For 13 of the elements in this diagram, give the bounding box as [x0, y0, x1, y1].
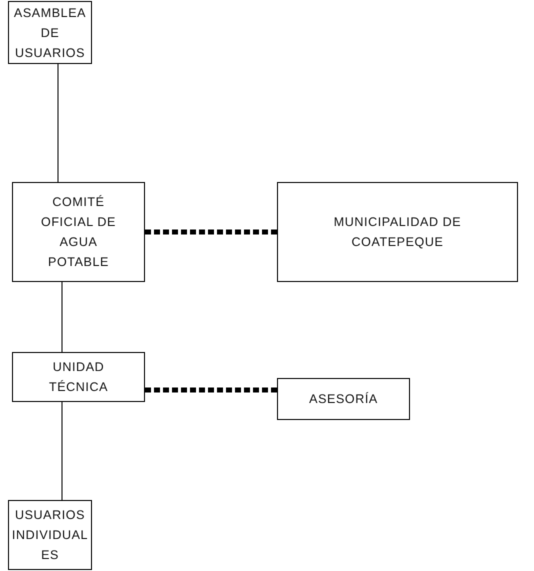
box-label: COMITÉ OFICIAL DE AGUA POTABLE [40, 194, 117, 271]
org-box [12, 182, 145, 282]
org-box [277, 378, 410, 420]
box-label: UNIDAD TÉCNICA [48, 359, 110, 396]
box-label: ASESORÍA [309, 391, 378, 408]
org-box [12, 352, 145, 402]
org-box [8, 500, 92, 570]
box-label: MUNICIPALIDAD DE COATEPEQUE [332, 214, 462, 251]
dotted-connector [145, 230, 277, 234]
box-label: ASAMBLEA DE USUARIOS [12, 4, 88, 62]
dotted-connector [145, 388, 277, 392]
org-box [277, 182, 518, 282]
box-label: USUARIOS INDIVIDUAL ES [10, 507, 90, 564]
